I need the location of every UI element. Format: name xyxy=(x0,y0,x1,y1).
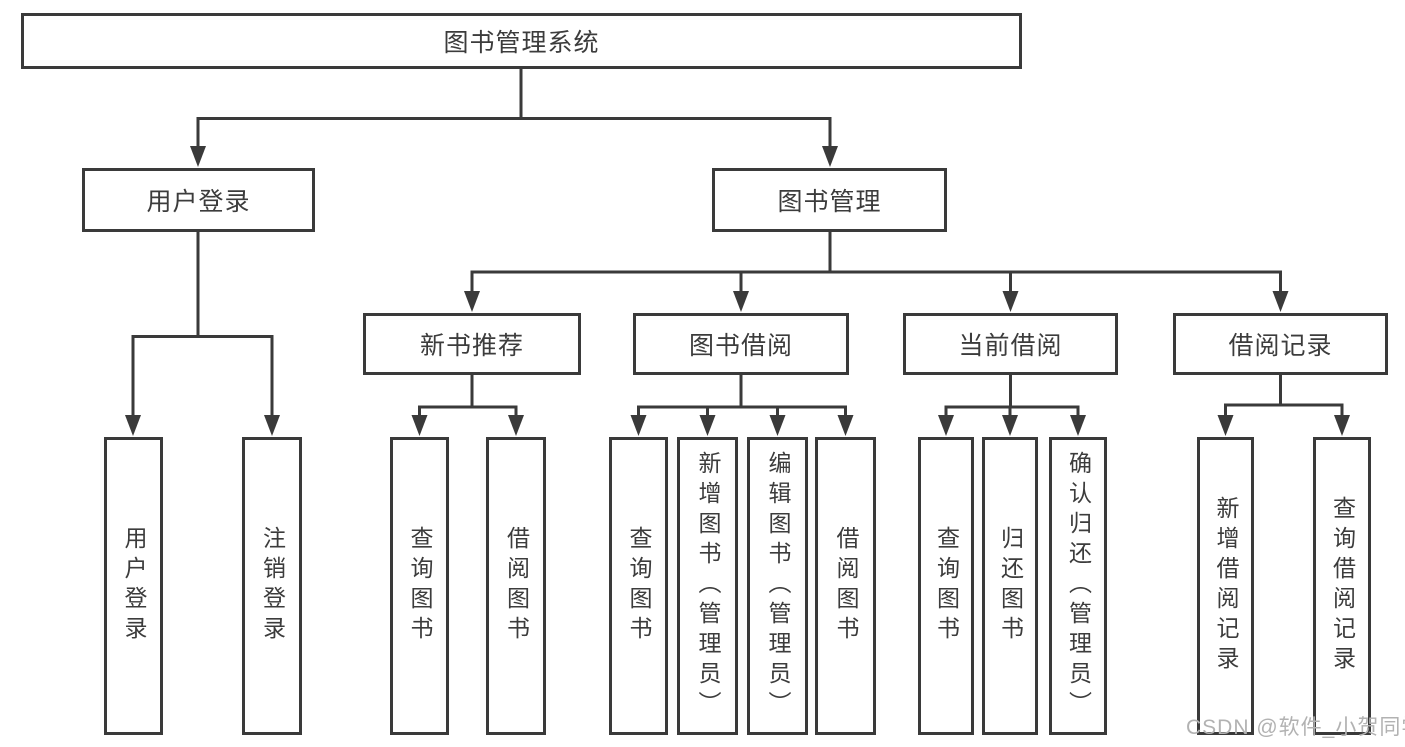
leaf-cb-confirm-return-admin: 确认归还（管理员） xyxy=(1049,437,1107,735)
leaf-nb-borrow-books: 借阅图书 xyxy=(486,437,546,735)
leaf-bb-query-books: 查询图书 xyxy=(609,437,668,735)
leaf-nb-query-books: 查询图书 xyxy=(390,437,449,735)
node-borrowing-records: 借阅记录 xyxy=(1173,313,1388,375)
leaf-cb-return-books: 归还图书 xyxy=(982,437,1038,735)
node-user-login: 用户登录 xyxy=(82,168,315,232)
node-root: 图书管理系统 xyxy=(21,13,1022,69)
node-new-book-recommend: 新书推荐 xyxy=(363,313,581,375)
leaf-logout-login: 注销登录 xyxy=(242,437,302,735)
node-book-management: 图书管理 xyxy=(712,168,947,232)
leaf-user-login: 用户登录 xyxy=(104,437,163,735)
leaf-bb-add-books-admin: 新增图书（管理员） xyxy=(677,437,738,735)
leaf-br-add-borrow-record: 新增借阅记录 xyxy=(1197,437,1254,735)
leaf-cb-query-books: 查询图书 xyxy=(918,437,974,735)
leaf-bb-edit-books-admin: 编辑图书（管理员） xyxy=(747,437,808,735)
watermark-text: CSDN @软件_小贺同学 xyxy=(1186,716,1405,739)
node-book-borrowing: 图书借阅 xyxy=(633,313,849,375)
node-current-borrowing: 当前借阅 xyxy=(903,313,1118,375)
leaf-br-query-borrow-record: 查询借阅记录 xyxy=(1313,437,1371,735)
leaf-bb-borrow-books: 借阅图书 xyxy=(815,437,876,735)
